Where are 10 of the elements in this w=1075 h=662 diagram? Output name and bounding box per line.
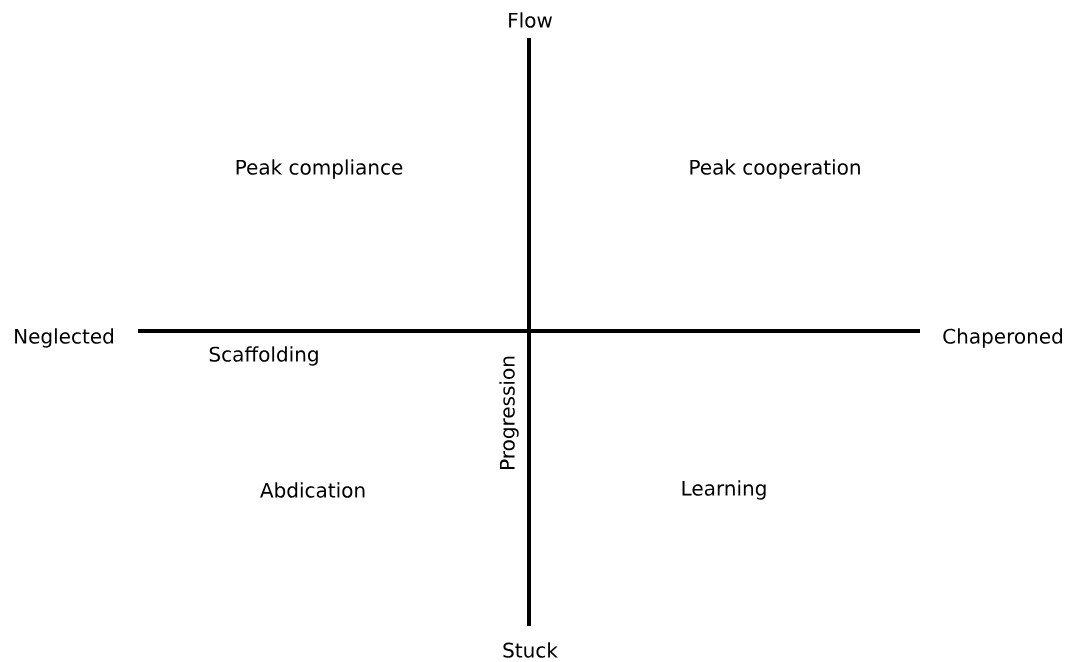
axis-label: Flow	[509, 12, 552, 28]
quadrant-label: Learning	[682, 480, 766, 500]
quadrant-label: Abdication	[260, 482, 365, 498]
axis-label: Stuck	[503, 642, 558, 658]
axis-label: Neglected	[15, 328, 113, 348]
quadrant-label: Scaffolding	[209, 346, 318, 366]
axis-label: Chaperoned	[943, 328, 1062, 348]
quadrant-label: Peak compliance	[236, 159, 403, 179]
quadrant-label: Peak cooperation	[690, 159, 860, 179]
axis-label: Progression	[499, 356, 519, 469]
